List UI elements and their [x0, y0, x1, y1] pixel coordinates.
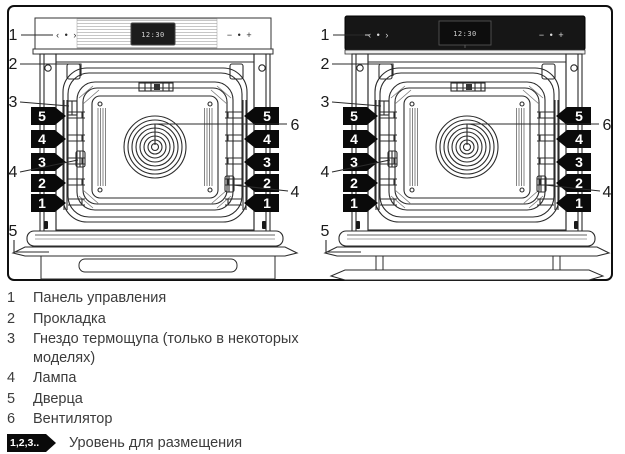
- legend-item-label: Гнездо термощупа (только в некоторых мод…: [33, 331, 299, 366]
- legend-item-number: 3: [7, 331, 16, 347]
- legend-item-6: 6 Вентилятор: [7, 410, 607, 429]
- display: [130, 22, 176, 46]
- levels-badge: 1,2,3..: [7, 433, 57, 452]
- legend-item-1: 1 Панель управления: [7, 289, 607, 308]
- oven-diagram-figure: 12:30 ‹ • › − • + 12:30 ‹ • › − • +: [7, 5, 613, 281]
- legend: 1 Панель управления 2 Прокладка 3 Гнездо…: [7, 289, 607, 454]
- legend-item-label: Прокладка: [33, 310, 106, 327]
- legend-item-number: 5: [7, 390, 16, 407]
- nav-controls: ‹ • ›: [56, 30, 78, 40]
- legend-item-label: Лампа: [33, 370, 77, 386]
- adjust-controls: − • +: [539, 30, 565, 40]
- oven-diagram-light-panel: 12:30 ‹ • › − • +: [7, 17, 301, 280]
- legend-levels-row: 1,2,3.. Уровень для размещения: [7, 433, 607, 453]
- legend-item-label: Панель управления: [33, 290, 167, 306]
- legend-item-label: Дверца: [33, 390, 83, 407]
- levels-badge-label: 1,2,3..: [10, 436, 40, 449]
- legend-item-number: 2: [7, 310, 16, 327]
- legend-item-number: 1: [7, 290, 16, 306]
- door-pedestal: [329, 255, 605, 281]
- legend-item-number: 6: [7, 411, 16, 427]
- legend-item-2: 2 Прокладка: [7, 310, 607, 329]
- adjust-controls: − • +: [227, 30, 253, 40]
- legend-item-3: 3 Гнездо термощупа (только в некоторых м…: [7, 330, 607, 367]
- legend-item-label: Вентилятор: [33, 411, 113, 427]
- legend-item-number: 4: [7, 370, 16, 386]
- levels-badge-description: Уровень для размещения: [69, 434, 243, 451]
- oven-diagram-dark-panel: 12:30 ‹ • › − • +: [319, 15, 613, 281]
- display-time: 12:30: [453, 30, 477, 38]
- nav-controls: ‹ • ›: [368, 30, 390, 40]
- display-time: 12:30: [141, 31, 165, 39]
- legend-item-5: 5 Дверца: [7, 390, 607, 409]
- control-panel-light: 12:30 ‹ • › − • +: [32, 17, 274, 55]
- legend-item-4: 4 Лампа: [7, 369, 607, 388]
- door-lower-panel: [40, 255, 276, 280]
- control-panel-dark: 12:30 ‹ • › − • +: [344, 15, 586, 55]
